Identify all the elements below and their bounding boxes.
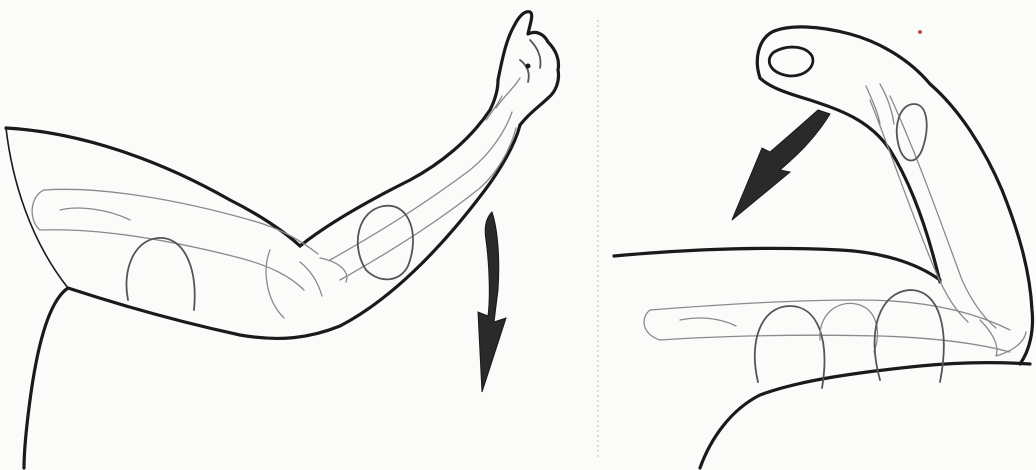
left-elbow-joint xyxy=(266,250,347,318)
left-forearm-top-outline xyxy=(300,80,498,246)
right-biceps-loop-2 xyxy=(820,303,878,352)
left-shoulder-joint xyxy=(32,190,130,230)
left-knuckle-mark xyxy=(526,64,531,69)
right-torso-outline xyxy=(700,363,1030,468)
right-ink-dot xyxy=(918,30,922,34)
left-panel xyxy=(6,12,559,468)
left-torso-outline xyxy=(24,288,68,468)
left-motion-arrow xyxy=(478,212,506,392)
right-panel xyxy=(614,27,1033,468)
left-wrist-detail xyxy=(486,78,520,120)
left-humerus xyxy=(40,189,318,290)
left-forearm-muscle-loop xyxy=(358,206,413,280)
right-biceps-loop-1 xyxy=(755,306,825,388)
right-ulna xyxy=(890,96,996,328)
left-arm-end-outline xyxy=(6,128,68,288)
left-upper-arm-top-outline xyxy=(6,128,300,246)
right-wrist-detail xyxy=(866,84,894,124)
left-finger-detail xyxy=(520,40,541,82)
right-motion-arrow xyxy=(732,110,830,220)
left-biceps-loop xyxy=(126,238,194,310)
right-fist-inner-curl xyxy=(769,47,813,76)
right-shoulder-joint xyxy=(644,310,736,340)
right-forearm-muscle-loop xyxy=(897,104,927,161)
right-upper-arm-top-outline xyxy=(614,248,940,280)
